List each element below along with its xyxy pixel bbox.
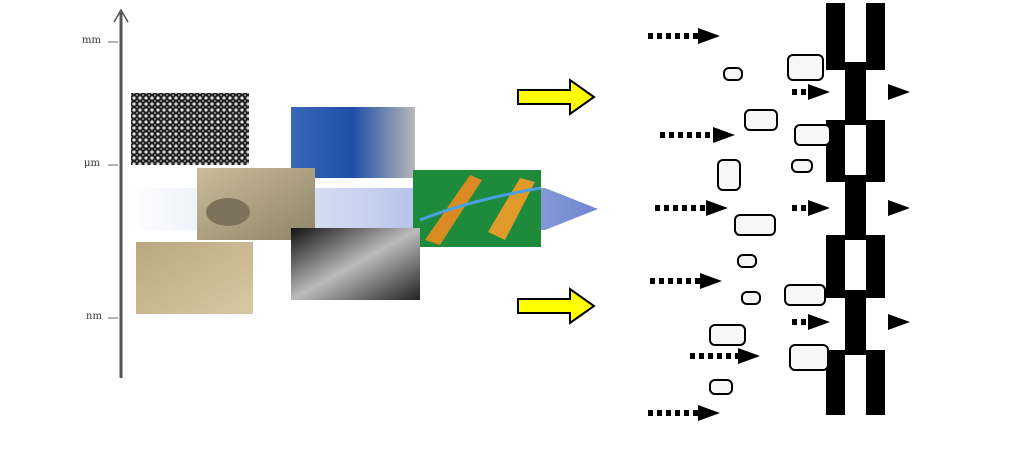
- flow-dot: [695, 278, 700, 284]
- flow-dot: [726, 353, 731, 359]
- flow-arrowhead-icon: [808, 314, 830, 330]
- flow-dot: [657, 33, 662, 39]
- particle: [709, 324, 746, 346]
- yellow-arrow-bottom-icon: [517, 287, 596, 325]
- flow-dot: [792, 319, 797, 325]
- particle: [723, 67, 743, 81]
- membrane-bar: [866, 120, 885, 182]
- flow-arrowhead-icon: [706, 200, 728, 216]
- particle: [717, 159, 741, 191]
- fiber-sem-image: [291, 228, 420, 300]
- porous-material-image: [131, 93, 249, 165]
- flow-dot: [650, 278, 655, 284]
- flow-dot: [673, 205, 678, 211]
- flow-dot: [675, 33, 680, 39]
- membrane-bar: [826, 235, 845, 298]
- filtration-plant-image: [291, 107, 415, 178]
- tick-label-um: μm: [84, 158, 100, 169]
- flow-dot: [648, 33, 653, 39]
- flow-arrowhead-icon: [888, 314, 910, 330]
- flow-arrowhead-icon: [738, 348, 760, 364]
- flow-dot: [693, 33, 698, 39]
- flow-dot: [696, 132, 701, 138]
- flow-dot: [678, 132, 683, 138]
- flow-dot: [708, 353, 713, 359]
- membrane-bar: [866, 3, 885, 70]
- flow-arrowhead-icon: [888, 200, 910, 216]
- fiber-thin: [419, 186, 542, 222]
- flow-dot: [699, 353, 704, 359]
- flow-dot: [801, 205, 806, 211]
- membrane-pore-block: [845, 290, 866, 355]
- membrane-bar: [826, 3, 845, 70]
- flow-dot: [687, 132, 692, 138]
- particle: [734, 214, 776, 236]
- axis-arrow-icon: [113, 8, 129, 23]
- particle: [784, 284, 826, 306]
- flow-dot: [705, 132, 710, 138]
- flow-dot: [664, 205, 669, 211]
- flow-dot: [668, 278, 673, 284]
- flow-dot: [666, 33, 671, 39]
- particle: [744, 109, 778, 131]
- flow-dot: [690, 353, 695, 359]
- particle: [737, 254, 757, 268]
- particle: [789, 344, 829, 371]
- fiber-2: [488, 178, 535, 240]
- flow-dot: [684, 410, 689, 416]
- flow-dot: [677, 278, 682, 284]
- flow-dot: [801, 319, 806, 325]
- flow-dot: [675, 410, 680, 416]
- flow-dot: [693, 410, 698, 416]
- flow-arrowhead-icon: [808, 200, 830, 216]
- membrane-pore-block: [845, 175, 866, 240]
- flow-dot: [659, 278, 664, 284]
- flow-dot: [735, 353, 740, 359]
- flow-arrowhead-icon: [698, 405, 720, 421]
- flow-dot: [655, 205, 660, 211]
- flow-dot: [657, 410, 662, 416]
- particle: [787, 54, 824, 81]
- flow-dot: [691, 205, 696, 211]
- yellow-arrow-top-icon: [517, 78, 596, 116]
- flow-dot: [684, 33, 689, 39]
- flow-arrowhead-icon: [808, 84, 830, 100]
- membrane-bar: [866, 350, 885, 415]
- flow-dot: [682, 205, 687, 211]
- flow-dot: [660, 132, 665, 138]
- flow-dot: [669, 132, 674, 138]
- tick-label-mm: mm: [82, 35, 101, 46]
- flow-dot: [792, 89, 797, 95]
- filter-media-image: [136, 242, 253, 314]
- flow-dot: [801, 89, 806, 95]
- membrane-bar: [866, 235, 885, 298]
- particle: [709, 379, 733, 395]
- roll-end: [206, 198, 250, 226]
- membrane-pore-block: [845, 62, 866, 125]
- flow-dot: [717, 353, 722, 359]
- fiber-1: [425, 175, 482, 245]
- flow-dot: [792, 205, 797, 211]
- flow-arrowhead-icon: [713, 127, 735, 143]
- flow-dot: [700, 205, 705, 211]
- membrane-schematic: [648, 3, 910, 421]
- particle: [791, 159, 813, 173]
- flow-arrowhead-icon: [698, 28, 720, 44]
- flow-dot: [686, 278, 691, 284]
- membrane-bar: [826, 350, 845, 415]
- flow-arrowhead-icon: [888, 84, 910, 100]
- tick-label-nm: nm: [86, 311, 102, 322]
- particle: [794, 124, 831, 146]
- flow-dot: [666, 410, 671, 416]
- particle: [741, 291, 761, 305]
- flow-arrowhead-icon: [700, 273, 722, 289]
- flow-dot: [648, 410, 653, 416]
